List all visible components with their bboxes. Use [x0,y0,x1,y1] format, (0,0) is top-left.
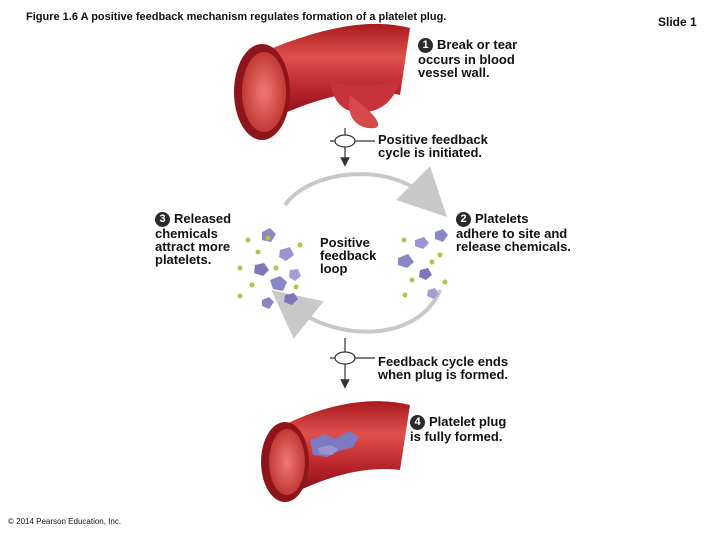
slide-number: Slide 1 [658,15,697,29]
step-2-line-2: adhere to site and [456,226,568,242]
step-1-line-1: Break or tear [437,37,518,52]
loop-line-1: Positive [320,235,370,250]
figure-title: Figure 1.6 A positive feedback mechanism… [26,11,447,23]
step-1-line-2: occurs in blood [418,52,515,68]
step-2-label: 2 Platelets adhere to site and release ch… [456,212,571,253]
step-4-line-1: Platelet plug [429,414,507,429]
cycle-end-connector [330,338,375,389]
platelet-cluster-right [398,229,448,299]
cycle-ends-label: Feedback cycle ends when plug is formed. [378,355,508,381]
step-3-line-3: attract more [155,239,231,255]
step-3-number: 3 [155,212,170,228]
plugged-blood-vessel [261,401,410,502]
step-1-number: 1 [418,38,433,54]
torn-blood-vessel [234,23,410,140]
platelet-cluster-left [237,228,303,309]
cycle-initiated-line-2: cycle is initiated. [378,145,483,160]
step-4-label: 4 Platelet plug is fully formed. [410,415,506,443]
feedback-loop-arrows [271,166,447,339]
step-3-line-4: platelets. [155,252,212,268]
step-2-number: 2 [456,212,471,228]
step-3-label: 3 Released chemicals attract more platele… [155,212,231,266]
loop-line-3: loop [320,261,348,276]
step-2-line-3: release chemicals. [456,239,571,255]
cycle-ends-line-1: Feedback cycle ends [378,354,509,369]
step-3-line-2: chemicals [155,226,218,242]
feedback-loop-label: Positive feedback loop [320,236,376,275]
step-3-line-1: Released [174,211,232,226]
step-1-line-3: vessel wall. [418,65,490,81]
loop-line-2: feedback [320,248,377,263]
cycle-ends-line-2: when plug is formed. [378,367,509,382]
copyright-notice: © 2014 Pearson Education, Inc. [8,517,122,526]
cycle-initiated-label: Positive feedback cycle is initiated. [378,133,488,159]
step-2-line-1: Platelets [475,211,529,226]
step-1-label: 1 Break or tear occurs in blood vessel wa… [418,38,517,79]
step-4-line-2: is fully formed. [410,429,503,445]
cycle-initiated-line-1: Positive feedback [378,132,488,147]
step-4-number: 4 [410,415,425,431]
cycle-start-connector [330,128,375,167]
